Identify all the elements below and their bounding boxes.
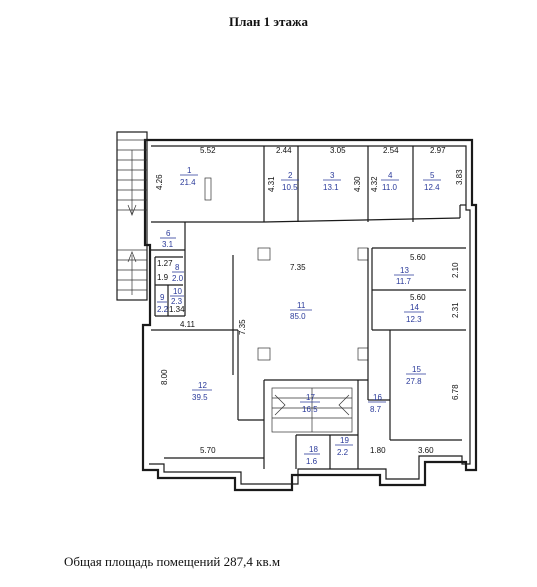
dim-label: 5.60 bbox=[410, 293, 426, 302]
dim-label: 8.00 bbox=[160, 369, 169, 385]
dim-label: 2.97 bbox=[430, 146, 446, 155]
dim-label: 4.11 bbox=[180, 320, 196, 329]
svg-text:27.8: 27.8 bbox=[406, 377, 422, 386]
room-8: 8 2.0 bbox=[172, 263, 184, 283]
dim-label: 2.44 bbox=[276, 146, 292, 155]
outer-wall bbox=[141, 138, 478, 492]
svg-text:13: 13 bbox=[400, 266, 409, 275]
inner-staircase bbox=[271, 387, 353, 433]
svg-text:21.4: 21.4 bbox=[180, 178, 196, 187]
svg-text:2: 2 bbox=[288, 171, 293, 180]
central-hall-walls bbox=[164, 247, 466, 469]
room-2: 2 10.5 bbox=[281, 171, 299, 192]
room-13: 13 11.7 bbox=[394, 266, 414, 286]
svg-text:10.5: 10.5 bbox=[282, 183, 298, 192]
dim-label: 3.05 bbox=[330, 146, 346, 155]
room-15: 15 27.8 bbox=[406, 365, 426, 386]
svg-text:18: 18 bbox=[309, 445, 318, 454]
room-19: 19 2.2 bbox=[335, 436, 353, 457]
room-1: 1 21.4 bbox=[180, 166, 198, 187]
svg-text:3.1: 3.1 bbox=[162, 240, 174, 249]
svg-text:10: 10 bbox=[173, 287, 182, 296]
dim-label: 1.27 bbox=[157, 259, 173, 268]
svg-text:2.0: 2.0 bbox=[172, 274, 184, 283]
room-labels: 1 21.4 2 10.5 3 13.1 4 11.0 5 12.4 6 3.1 bbox=[157, 166, 441, 466]
svg-text:12.4: 12.4 bbox=[424, 183, 440, 192]
dim-label: 3.83 bbox=[455, 169, 464, 185]
dimensions: 5.52 2.44 3.05 2.54 2.97 4.26 4.31 4.30 … bbox=[155, 146, 464, 455]
dim-label: 1.34 bbox=[169, 305, 185, 314]
dim-label: 5.70 bbox=[200, 446, 216, 455]
dim-label: 7.35 bbox=[290, 263, 306, 272]
svg-text:16: 16 bbox=[373, 393, 382, 402]
svg-text:4: 4 bbox=[388, 171, 393, 180]
svg-text:8: 8 bbox=[175, 263, 180, 272]
room-10: 10 2.3 bbox=[170, 287, 184, 306]
svg-text:6: 6 bbox=[166, 229, 171, 238]
dim-label: 4.30 bbox=[353, 176, 362, 192]
top-rooms-walls bbox=[151, 146, 466, 223]
svg-text:13.1: 13.1 bbox=[323, 183, 339, 192]
room-14: 14 12.3 bbox=[404, 303, 424, 324]
room-18: 18 1.6 bbox=[304, 445, 320, 466]
room-11: 11 85.0 bbox=[290, 301, 312, 321]
svg-text:12.3: 12.3 bbox=[406, 315, 422, 324]
plan-title: План 1 этажа bbox=[229, 14, 308, 29]
room-16: 16 8.7 bbox=[368, 393, 386, 414]
svg-text:5: 5 bbox=[430, 171, 435, 180]
svg-text:2.2: 2.2 bbox=[157, 305, 169, 314]
svg-text:39.5: 39.5 bbox=[192, 393, 208, 402]
room-3: 3 13.1 bbox=[323, 171, 341, 192]
dim-label: 1.9 bbox=[157, 273, 169, 282]
total-area-caption: Общая площадь помещений 287,4 кв.м bbox=[64, 554, 281, 569]
dim-label: 4.26 bbox=[155, 174, 164, 190]
dim-label: 1.80 bbox=[370, 446, 386, 455]
svg-text:85.0: 85.0 bbox=[290, 312, 306, 321]
dim-label: 3.60 bbox=[418, 446, 434, 455]
svg-text:15: 15 bbox=[412, 365, 421, 374]
dim-label: 2.10 bbox=[451, 262, 460, 278]
svg-text:9: 9 bbox=[160, 293, 165, 302]
svg-text:19: 19 bbox=[340, 436, 349, 445]
svg-text:17: 17 bbox=[306, 393, 315, 402]
svg-text:2.2: 2.2 bbox=[337, 448, 349, 457]
svg-text:3: 3 bbox=[330, 171, 335, 180]
svg-text:11: 11 bbox=[297, 301, 306, 310]
svg-text:2.3: 2.3 bbox=[171, 297, 183, 306]
dim-label: 4.32 bbox=[370, 176, 379, 192]
room-9: 9 2.2 bbox=[157, 293, 169, 314]
dim-label: 2.54 bbox=[383, 146, 399, 155]
dim-label: 4.31 bbox=[267, 176, 276, 192]
dim-label: 5.52 bbox=[200, 146, 216, 155]
inner-wall-outline bbox=[149, 145, 471, 485]
svg-text:12: 12 bbox=[198, 381, 207, 390]
dim-label: 2.31 bbox=[451, 302, 460, 318]
svg-text:16.5: 16.5 bbox=[302, 405, 318, 414]
room-5: 5 12.4 bbox=[423, 171, 441, 192]
dim-label: 7.35 bbox=[238, 319, 247, 335]
dim-label: 6.78 bbox=[451, 384, 460, 400]
dim-label: 5.60 bbox=[410, 253, 426, 262]
room-6: 6 3.1 bbox=[160, 229, 176, 249]
room-4: 4 11.0 bbox=[381, 171, 399, 192]
svg-text:1: 1 bbox=[187, 166, 192, 175]
room-12: 12 39.5 bbox=[192, 381, 212, 402]
svg-text:8.7: 8.7 bbox=[370, 405, 382, 414]
svg-text:11.7: 11.7 bbox=[396, 277, 412, 286]
exterior-staircase bbox=[116, 131, 148, 301]
svg-text:14: 14 bbox=[410, 303, 419, 312]
room-17: 17 16.5 bbox=[300, 393, 320, 414]
svg-text:11.0: 11.0 bbox=[382, 183, 398, 192]
left-small-rooms-walls bbox=[151, 222, 238, 331]
svg-text:1.6: 1.6 bbox=[306, 457, 318, 466]
